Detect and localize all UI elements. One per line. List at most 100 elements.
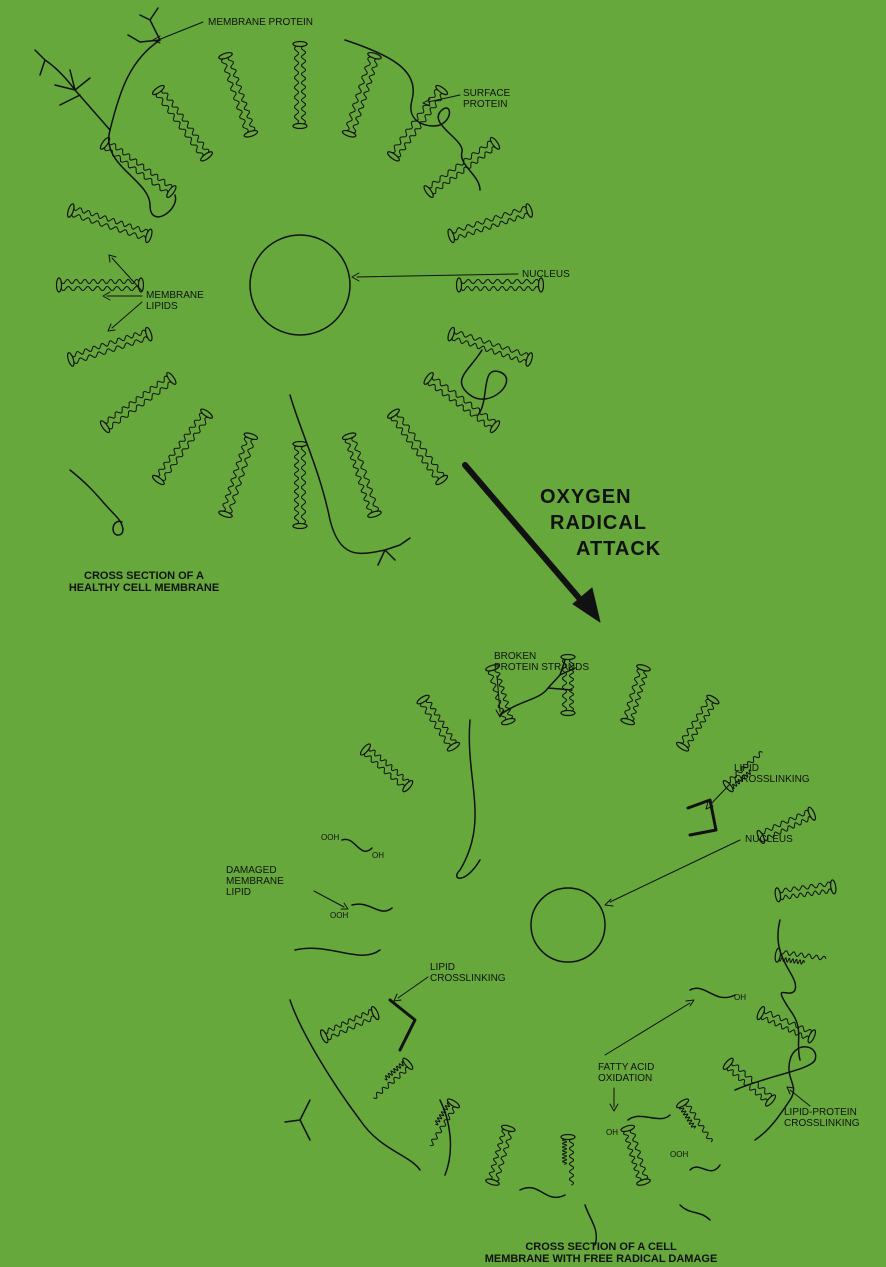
label-line: PROTEIN xyxy=(463,99,510,110)
label-lipid-crosslinking-top: LIPID CROSSLINKING xyxy=(734,763,810,785)
label-line: DAMAGED xyxy=(226,865,284,876)
label-line: LIPID-PROTEIN xyxy=(784,1107,860,1118)
label-line: FATTY ACID xyxy=(598,1062,654,1073)
lipid-molecule xyxy=(561,1135,575,1186)
label-surface-protein: SURFACE PROTEIN xyxy=(463,88,510,110)
attack-line: ATTACK xyxy=(540,536,661,562)
label-line: MEMBRANE xyxy=(226,876,284,887)
lipid-molecule xyxy=(675,1097,714,1147)
lipid-molecule xyxy=(386,84,448,163)
lipid-molecule xyxy=(722,1057,777,1108)
surface-protein-strand xyxy=(462,350,507,415)
attack-title: OXYGEN RADICAL ATTACK xyxy=(540,484,661,562)
caption-healthy: CROSS SECTION OF A HEALTHY CELL MEMBRANE xyxy=(28,570,260,594)
caption-damaged: CROSS SECTION OF A CELL MEMBRANE WITH FR… xyxy=(466,1241,736,1265)
lipid-molecule xyxy=(447,203,534,243)
label-line: CROSSLINKING xyxy=(784,1118,860,1129)
lipid-molecule xyxy=(675,694,720,753)
label-line: LIPID xyxy=(226,887,284,898)
healthy-nucleus xyxy=(250,235,350,335)
chem-oh: OH xyxy=(606,1128,618,1137)
attack-line: RADICAL xyxy=(540,510,661,536)
diagram-marks xyxy=(35,8,837,1245)
lipid-molecule xyxy=(57,278,144,292)
protein-branch xyxy=(35,50,75,90)
lipid-molecule xyxy=(359,743,414,794)
lipid-molecule xyxy=(620,663,651,725)
label-fatty-acid: FATTY ACID OXIDATION xyxy=(598,1062,654,1084)
label-membrane-protein: MEMBRANE PROTEIN xyxy=(208,17,313,28)
lipid-crosslink xyxy=(688,800,716,835)
label-damaged-lipid: DAMAGED MEMBRANE LIPID xyxy=(226,865,284,898)
damaged-lipid-fragment xyxy=(680,1205,710,1220)
lipid-molecule xyxy=(422,136,501,198)
damaged-lipid-fragment xyxy=(585,1205,596,1245)
label-line: BROKEN xyxy=(494,651,589,662)
lipid-molecule xyxy=(293,442,307,529)
lipid-molecule xyxy=(386,407,448,486)
damaged-lipid-fragment xyxy=(295,948,380,955)
lipid-molecule xyxy=(422,1097,461,1147)
lipid-molecule xyxy=(342,432,382,519)
healthy-leader-lines xyxy=(103,22,518,331)
label-membrane-lipids: MEMBRANE LIPIDS xyxy=(146,290,204,312)
damaged-lipid-fragment xyxy=(628,1115,670,1120)
lipid-molecule xyxy=(447,327,534,367)
damaged-lipid-fragment xyxy=(342,839,372,851)
lipid-molecule xyxy=(416,694,461,753)
lipid-molecule xyxy=(620,1124,651,1186)
protein-helix xyxy=(457,720,480,878)
label-line: MEMBRANE PROTEIN xyxy=(208,17,313,28)
surface-protein-strand xyxy=(345,40,480,190)
label-lipid-crosslinking-left: LIPID CROSSLINKING xyxy=(430,962,506,984)
label-line: OXIDATION xyxy=(598,1073,654,1084)
caption-line: MEMBRANE WITH FREE RADICAL DAMAGE xyxy=(466,1253,736,1265)
damaged-nucleus xyxy=(531,888,605,962)
lipid-molecule xyxy=(293,42,307,129)
damaged-leader-lines xyxy=(314,676,810,1111)
label-line: CROSSLINKING xyxy=(430,973,506,984)
chem-oh: OH xyxy=(734,993,746,1002)
damaged-lipid-fragment xyxy=(690,1165,720,1171)
damaged-lipid-fragment xyxy=(690,988,735,997)
label-line: CROSSLINKING xyxy=(734,774,810,785)
lipid-molecule xyxy=(457,278,544,292)
caption-line: HEALTHY CELL MEMBRANE xyxy=(28,582,260,594)
label-line: LIPID xyxy=(734,763,810,774)
caption-line: CROSS SECTION OF A xyxy=(28,570,260,582)
protein-branch xyxy=(55,70,110,130)
chem-oh: OH xyxy=(372,851,384,860)
label-broken-protein: BROKEN PROTEIN STRANDS xyxy=(494,651,589,673)
protein-helix xyxy=(778,920,800,1060)
lipid-crosslink xyxy=(390,1000,415,1050)
lipid-molecule xyxy=(66,327,153,367)
lipid-molecule xyxy=(319,1006,380,1044)
lipid-molecule xyxy=(151,84,213,163)
damaged-lipid-fragment xyxy=(352,904,392,911)
lipid-molecule xyxy=(218,51,258,138)
label-nucleus-damaged: NUCLEUS xyxy=(745,834,793,845)
lipid-molecule xyxy=(99,136,178,198)
protein-branch xyxy=(128,8,160,42)
chem-ooh: OOH xyxy=(330,911,348,920)
chem-ooh: OOH xyxy=(321,833,339,842)
label-line: LIPIDS xyxy=(146,301,204,312)
lipid-molecule xyxy=(756,1006,817,1044)
damaged-lipid-fragment xyxy=(520,1188,565,1198)
caption-line: CROSS SECTION OF A CELL xyxy=(466,1241,736,1253)
lipid-molecule xyxy=(99,371,178,433)
lipid-molecule xyxy=(66,203,153,243)
label-line: NUCLEUS xyxy=(745,834,793,845)
lipid-molecule xyxy=(151,407,213,486)
lipid-molecule xyxy=(342,51,382,138)
label-line: NUCLEUS xyxy=(522,269,570,280)
lipid-molecule xyxy=(367,1057,414,1101)
lipid-molecule xyxy=(774,880,836,903)
attack-line: OXYGEN xyxy=(540,484,661,510)
label-nucleus-healthy: NUCLEUS xyxy=(522,269,570,280)
label-line: PROTEIN STRANDS xyxy=(494,662,589,673)
protein-branch xyxy=(285,1100,310,1140)
chem-ooh: OOH xyxy=(670,1150,688,1159)
label-line: LIPID xyxy=(430,962,506,973)
label-line: SURFACE xyxy=(463,88,510,99)
